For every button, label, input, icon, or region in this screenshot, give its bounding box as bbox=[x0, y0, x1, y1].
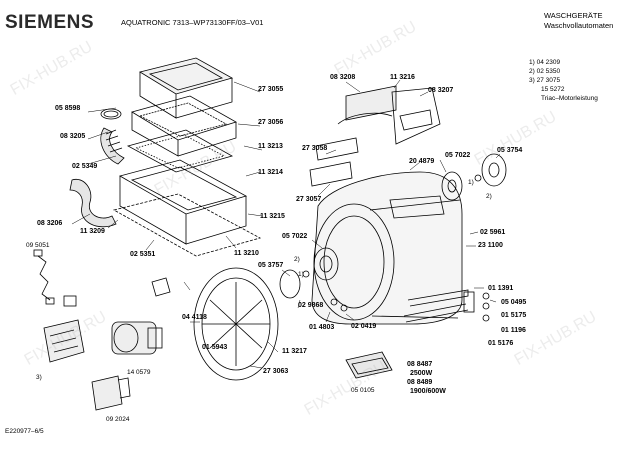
part-label: 08 3208 bbox=[330, 74, 356, 81]
part-label: 01 5943 bbox=[202, 344, 228, 351]
part-label: 01 4803 bbox=[309, 324, 335, 331]
note-3: 3) 27 3075 bbox=[529, 77, 561, 84]
part-label: 02 5351 bbox=[130, 251, 156, 258]
porthole-door bbox=[193, 267, 279, 381]
pump-motor bbox=[111, 321, 163, 355]
part-label: 11 3209 bbox=[80, 228, 105, 235]
part-label: 27 3058 bbox=[302, 145, 328, 152]
callout-marker: 1) bbox=[468, 179, 474, 186]
category-sublabel: Waschvollautomaten bbox=[544, 21, 614, 30]
callout-marker: 1) bbox=[298, 271, 304, 278]
part-label: 08 8489 bbox=[407, 379, 433, 386]
door-strips bbox=[309, 137, 359, 187]
pulley-assembly bbox=[441, 153, 507, 201]
part-label: 01 1196 bbox=[501, 327, 526, 334]
part-label: 09 2024 bbox=[106, 416, 130, 423]
part-label: 11 3215 bbox=[260, 213, 285, 220]
note-4: Triac–Motorleistung bbox=[541, 95, 598, 102]
drawer-gasket bbox=[112, 193, 262, 257]
part-label: 27 3057 bbox=[296, 196, 322, 203]
part-label: 01 5176 bbox=[488, 340, 514, 347]
drawer-tray-top bbox=[138, 57, 234, 119]
part-label: 02 0419 bbox=[351, 323, 377, 330]
inlet-hose bbox=[100, 127, 125, 165]
hose-clamp bbox=[100, 108, 122, 120]
note-2: 2) 02 5350 bbox=[529, 68, 561, 75]
control-module bbox=[43, 319, 85, 363]
heating-element bbox=[403, 289, 475, 323]
part-label: 11 3210 bbox=[234, 250, 259, 257]
bearing-front bbox=[279, 247, 339, 299]
part-label: 05 0495 bbox=[501, 299, 527, 306]
filter-plate bbox=[345, 351, 393, 379]
part-label: 05 7022 bbox=[445, 152, 471, 159]
note-3b: 15 5272 bbox=[541, 86, 565, 93]
part-label: 01 1391 bbox=[488, 285, 514, 292]
callout-marker: 2) bbox=[294, 256, 300, 263]
part-label: 11 3216 bbox=[390, 74, 415, 81]
drawer-grid bbox=[126, 129, 234, 173]
part-label: 2500W bbox=[410, 370, 433, 377]
part-label: 27 3063 bbox=[263, 368, 289, 375]
clamp-screws bbox=[330, 292, 490, 322]
model-title: AQUATRONIC 7313–WP73130FF/03–V01 bbox=[121, 18, 264, 27]
part-label: 23 1100 bbox=[478, 242, 503, 249]
part-label: 01 5175 bbox=[501, 312, 527, 319]
part-label: 04 4118 bbox=[182, 314, 207, 321]
part-label: 09 5051 bbox=[26, 242, 50, 249]
part-label: 27 3055 bbox=[258, 86, 284, 93]
wire-harness bbox=[33, 249, 55, 305]
note-1: 1) 04 2309 bbox=[529, 59, 561, 66]
part-label: 20 4879 bbox=[409, 158, 435, 165]
part-label: 05 3757 bbox=[258, 262, 284, 269]
drawing-code: E220977–6/5 bbox=[5, 428, 44, 435]
part-label: 05 8598 bbox=[55, 105, 81, 112]
category-label: WASCHGERÄTE bbox=[544, 11, 603, 20]
part-label: 05 3754 bbox=[497, 147, 523, 154]
part-label: 1900/600W bbox=[410, 388, 446, 395]
door-panel-top bbox=[337, 85, 441, 145]
part-label: 11 3217 bbox=[282, 348, 307, 355]
part-label: 05 0105 bbox=[351, 387, 375, 394]
drawer-tray-middle bbox=[131, 95, 238, 157]
part-label: 11 3213 bbox=[258, 143, 283, 150]
part-label: 05 7022 bbox=[282, 233, 308, 240]
part-label: 08 3206 bbox=[37, 220, 63, 227]
drain-hose bbox=[69, 178, 117, 228]
part-label: 08 8487 bbox=[407, 361, 433, 368]
callout-marker: 3) bbox=[36, 374, 42, 381]
part-label: 27 3056 bbox=[258, 119, 284, 126]
small-parts-left bbox=[63, 277, 171, 307]
part-label: 11 3214 bbox=[258, 169, 283, 176]
part-label: 02 5961 bbox=[480, 229, 506, 236]
part-label: 08 3207 bbox=[428, 87, 454, 94]
part-label: 08 3205 bbox=[60, 133, 86, 140]
part-label: 14 0579 bbox=[127, 369, 151, 376]
door-lock bbox=[91, 375, 131, 411]
callout-marker: 2) bbox=[486, 193, 492, 200]
brand-logo: SIEMENS bbox=[5, 12, 95, 33]
part-label: 02 9868 bbox=[298, 302, 324, 309]
part-label: 02 5349 bbox=[72, 163, 98, 170]
leader-lines bbox=[71, 79, 501, 369]
drawer-housing bbox=[118, 159, 248, 245]
